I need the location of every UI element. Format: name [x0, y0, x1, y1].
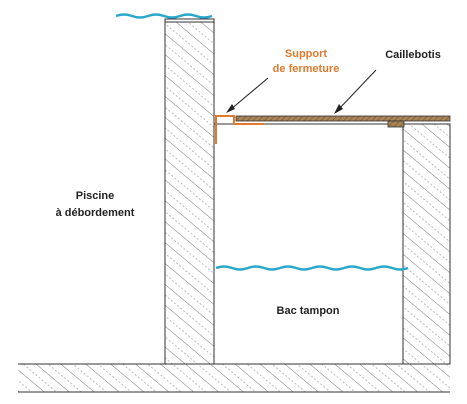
- pool-label-line1: Piscine: [76, 190, 115, 202]
- grating-label: Caillebotis: [385, 49, 441, 61]
- tank-label: Bac tampon: [277, 305, 340, 317]
- buffer-tank-interior: [213, 123, 404, 365]
- closing-support: [215, 115, 264, 144]
- tank-water-surface: [215, 265, 409, 271]
- support-label-line1: Support: [285, 48, 327, 60]
- tank-right-wall: [402, 123, 451, 365]
- pool-wall: [164, 18, 215, 365]
- support-label-line2: de fermeture: [273, 63, 340, 75]
- grating: [235, 115, 451, 128]
- support-leader-arrow: [226, 77, 269, 113]
- pool-water-surface: [115, 13, 213, 19]
- grating-leader-arrow: [334, 69, 377, 114]
- floor-slab: [18, 363, 450, 393]
- pool-label-line2: à débordement: [56, 207, 135, 219]
